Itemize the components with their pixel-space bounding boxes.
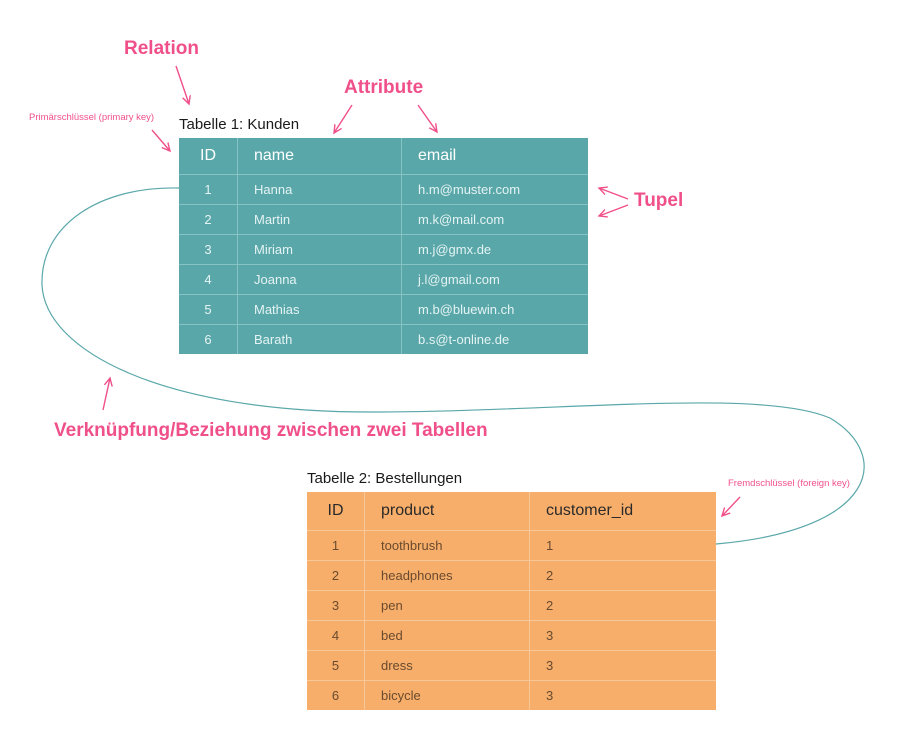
id-cell: 5 <box>307 650 364 680</box>
table-row: 3 pen 2 <box>307 590 716 620</box>
product-cell: dress <box>364 650 529 680</box>
id-cell: 1 <box>307 530 364 560</box>
email-cell: b.s@t-online.de <box>401 324 588 354</box>
primary-key-arrow <box>151 129 170 151</box>
column-header-id: ID <box>200 147 216 164</box>
table-row: 5 Mathias m.b@bluewin.ch <box>179 294 588 324</box>
relationship-label: Verknüpfung/Beziehung zwischen zwei Tabe… <box>54 420 488 441</box>
tupel-label: Tupel <box>634 190 684 211</box>
attribute-label: Attribute <box>344 77 424 98</box>
table-row: 1 Hanna h.m@muster.com <box>179 174 588 204</box>
email-cell: m.b@bluewin.ch <box>401 294 588 324</box>
column-header-name: name <box>237 138 401 174</box>
tupel-arrow-top <box>599 188 629 200</box>
table-header-row: ID product customer_id <box>307 492 716 530</box>
column-header-customer-id: customer_id <box>529 492 716 530</box>
column-header-id: ID <box>327 502 344 519</box>
email-cell: h.m@muster.com <box>401 174 588 204</box>
attribute-arrow-email <box>417 104 437 132</box>
email-cell: m.j@gmx.de <box>401 234 588 264</box>
name-cell: Mathias <box>237 294 401 324</box>
table-header-row: ID name email <box>179 138 588 174</box>
name-cell: Miriam <box>237 234 401 264</box>
customer-id-cell: 3 <box>529 620 716 650</box>
relation-label: Relation <box>124 38 199 59</box>
id-cell: 6 <box>307 680 364 710</box>
customer-id-cell: 2 <box>529 560 716 590</box>
orders-table: ID product customer_id 1 toothbrush 1 2 … <box>307 492 716 710</box>
relation-arrow <box>175 65 189 104</box>
product-cell: bicycle <box>364 680 529 710</box>
table-row: 2 headphones 2 <box>307 560 716 590</box>
product-cell: bed <box>364 620 529 650</box>
id-cell: 3 <box>307 590 364 620</box>
product-cell: toothbrush <box>364 530 529 560</box>
relationship-arrow <box>102 378 110 411</box>
table-row: 5 dress 3 <box>307 650 716 680</box>
customer-id-cell: 3 <box>529 680 716 710</box>
table-row: 1 toothbrush 1 <box>307 530 716 560</box>
id-cell: 1 <box>179 174 237 204</box>
table1-caption: Tabelle 1: Kunden <box>179 116 300 133</box>
customer-id-cell: 1 <box>529 530 716 560</box>
tupel-arrow-bottom <box>599 204 629 216</box>
relationship-connector <box>41 187 865 545</box>
table2-caption: Tabelle 2: Bestellungen <box>307 470 463 487</box>
customer-id-cell: 2 <box>529 590 716 620</box>
table-row: 4 Joanna j.l@gmail.com <box>179 264 588 294</box>
column-header-email: email <box>401 138 588 174</box>
attribute-arrow-name <box>334 104 353 133</box>
email-cell: j.l@gmail.com <box>401 264 588 294</box>
name-cell: Joanna <box>237 264 401 294</box>
id-cell: 2 <box>179 204 237 234</box>
table-row: 3 Miriam m.j@gmx.de <box>179 234 588 264</box>
product-cell: pen <box>364 590 529 620</box>
customer-id-cell: 3 <box>529 650 716 680</box>
table-row: 6 Barath b.s@t-online.de <box>179 324 588 354</box>
id-cell: 3 <box>179 234 237 264</box>
table-row: 4 bed 3 <box>307 620 716 650</box>
name-cell: Martin <box>237 204 401 234</box>
foreign-key-arrow <box>722 496 741 516</box>
name-cell: Barath <box>237 324 401 354</box>
table-row: 2 Martin m.k@mail.com <box>179 204 588 234</box>
id-cell: 4 <box>179 264 237 294</box>
id-cell: 6 <box>179 324 237 354</box>
column-header-product: product <box>364 492 529 530</box>
id-cell: 5 <box>179 294 237 324</box>
product-cell: headphones <box>364 560 529 590</box>
name-cell: Hanna <box>237 174 401 204</box>
email-cell: m.k@mail.com <box>401 204 588 234</box>
primary-key-label: Primärschlüssel (primary key) <box>29 112 155 123</box>
table-row: 6 bicycle 3 <box>307 680 716 710</box>
foreign-key-label: Fremdschlüssel (foreign key) <box>728 478 850 489</box>
id-cell: 4 <box>307 620 364 650</box>
customers-table: ID name email 1 Hanna h.m@muster.com 2 M… <box>179 138 588 354</box>
id-cell: 2 <box>307 560 364 590</box>
